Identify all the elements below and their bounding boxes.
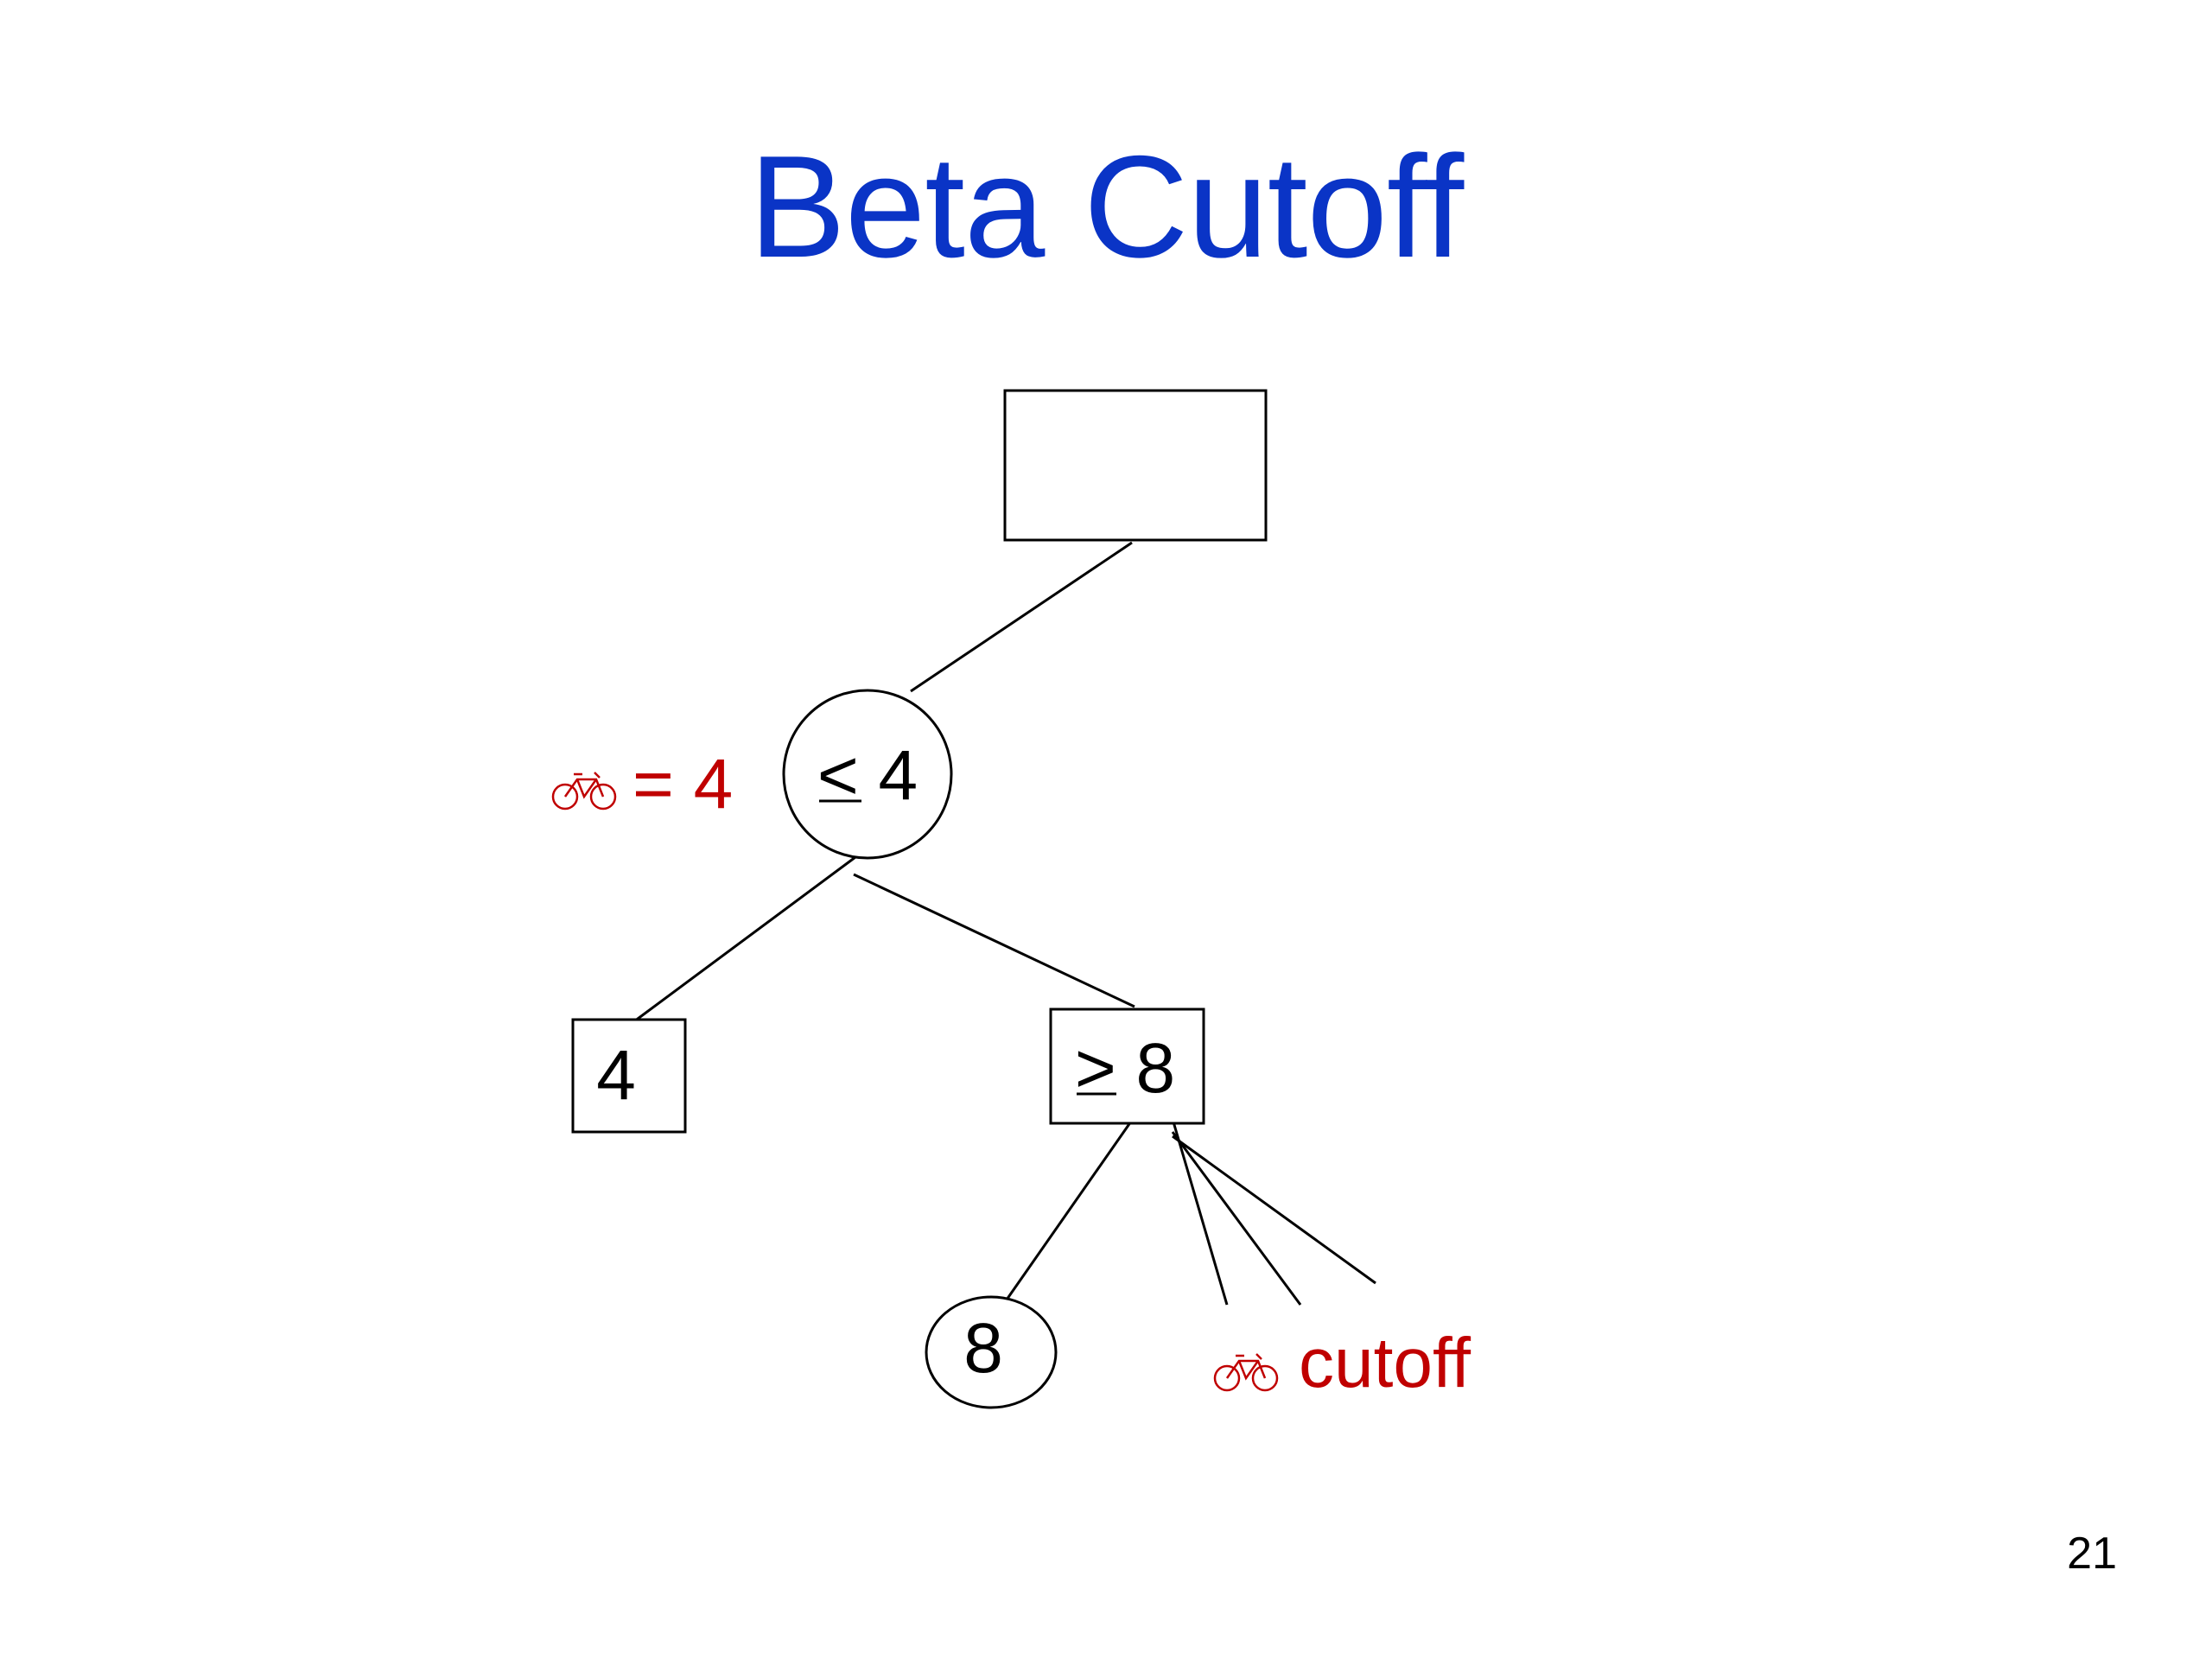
root-node [1003, 389, 1268, 542]
leaf-left-label: 4 [596, 1036, 636, 1115]
leaf-left-node [571, 1018, 687, 1134]
edge-max-node-pruned-2 [1171, 1131, 1302, 1306]
edge-max-node-pruned-3 [1172, 1135, 1376, 1285]
leaf-bottom-node [925, 1295, 1058, 1409]
bicycle-icon [551, 772, 617, 810]
tree-edges [630, 541, 1376, 1306]
page-number: 21 [2067, 1529, 2117, 1579]
beta-annotation-label: = 4 [632, 745, 733, 823]
bicycle-icon [1213, 1353, 1279, 1392]
edge-max-node-pruned-1 [1171, 1118, 1229, 1306]
min-node [782, 689, 953, 860]
edge-root-to-min-node [910, 541, 1133, 693]
max-node [1049, 1007, 1205, 1125]
max-node-label: > 8 [1075, 1029, 1175, 1108]
leaf-bottom-label: 8 [963, 1309, 1003, 1388]
min-node-label: < 4 [817, 736, 918, 815]
cutoff-annotation-label: cutoff [1299, 1324, 1471, 1402]
edge-max-node-to-leaf-bottom [1003, 1118, 1135, 1303]
slide-title: Beta Cutoff [748, 125, 1464, 288]
edge-min-node-to-max-node [853, 873, 1135, 1008]
beta-annotation: = 4 [551, 745, 733, 823]
edge-min-node-to-leaf-left [630, 855, 856, 1026]
cutoff-annotation: cutoff [1213, 1324, 1471, 1402]
